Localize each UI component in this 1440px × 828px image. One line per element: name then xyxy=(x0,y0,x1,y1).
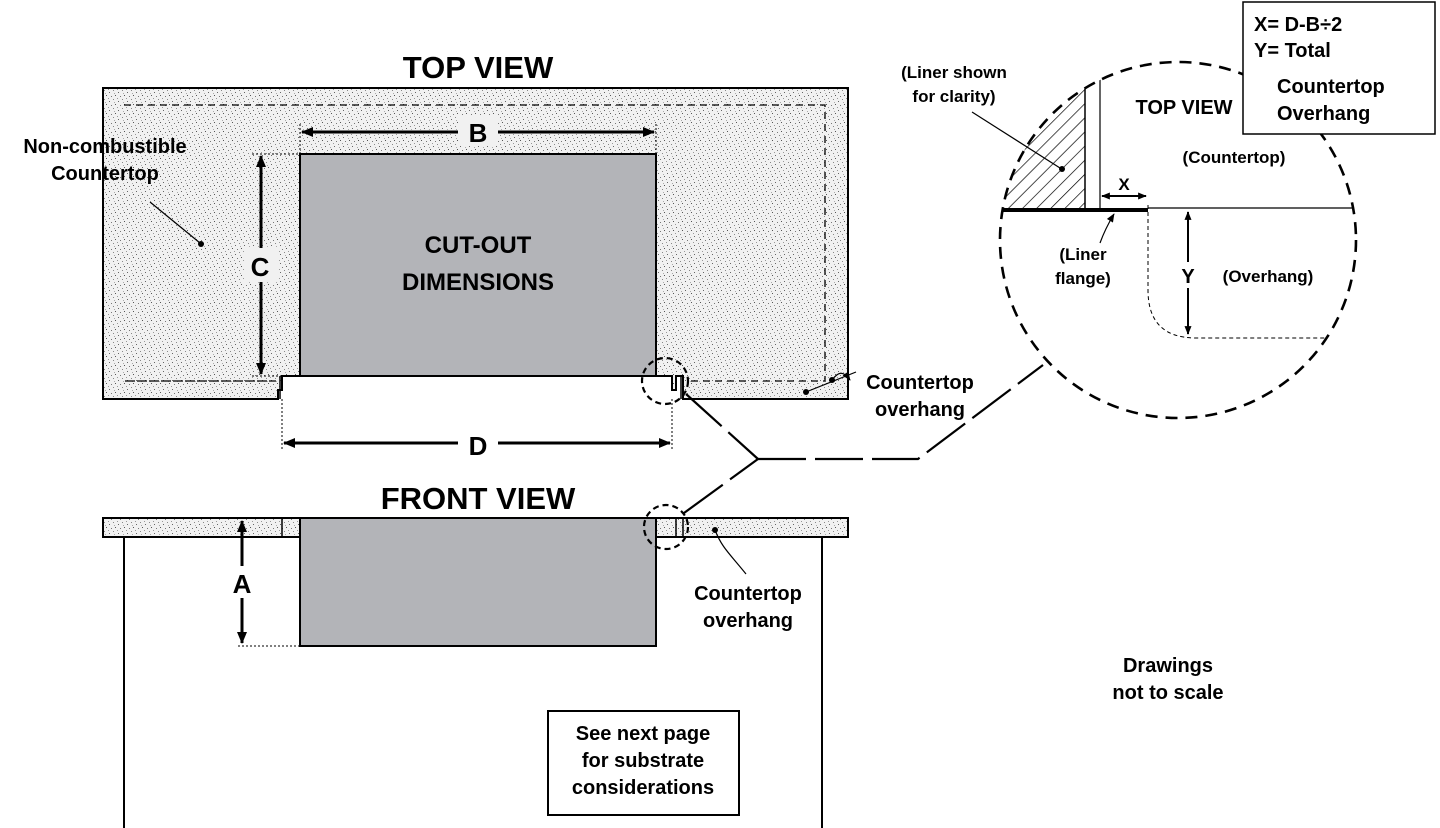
detail-liner-flange-line2: flange) xyxy=(1055,269,1111,288)
detail-liner-flange-line1: (Liner xyxy=(1059,245,1107,264)
front-view-title: FRONT VIEW xyxy=(381,481,576,516)
top-view: TOP VIEW CUT-OUT DIMENSIONS B C D Non-co… xyxy=(23,50,974,461)
noncombustible-label-line2: Countertop xyxy=(51,163,159,185)
overhang-top-label-line2: overhang xyxy=(875,399,965,421)
see-next-line2: for substrate xyxy=(582,750,704,772)
leader-to-detail xyxy=(758,364,1044,461)
leader-from-front-callout xyxy=(683,458,759,514)
overhang-top-leader-2 xyxy=(805,371,857,393)
overhang-top-leader-1 xyxy=(831,371,851,381)
see-next-line1: See next page xyxy=(576,723,711,745)
liner-flange-leader xyxy=(1099,213,1115,244)
formula-box-frame xyxy=(1242,1,1436,135)
not-to-scale-line2: not to scale xyxy=(1112,682,1223,704)
top-notch-edge xyxy=(279,376,682,399)
cutout-label-line1: CUT-OUT xyxy=(425,232,532,259)
top-overhang-outline xyxy=(124,104,826,382)
dim-d-label: D xyxy=(469,431,488,461)
formula-line3: Countertop xyxy=(1277,76,1385,98)
overhang-front-label-line2: overhang xyxy=(703,610,793,632)
formula-line4: Overhang xyxy=(1277,103,1370,125)
detail-countertop-label: (Countertop) xyxy=(1183,148,1286,167)
top-cutout xyxy=(299,153,657,377)
liner-note-leader-dot xyxy=(1059,166,1065,172)
detail-top-view-title: TOP VIEW xyxy=(1135,97,1232,119)
scale-note: Drawings not to scale xyxy=(1112,655,1223,704)
front-cutout xyxy=(299,517,657,647)
front-detail-callout xyxy=(642,503,690,551)
leader-from-top-callout xyxy=(685,393,759,460)
dim-b-label: B xyxy=(469,118,488,148)
liner-note-line2: for clarity) xyxy=(912,87,995,106)
formula-box: X= D-B÷2 Y= Total Countertop Overhang xyxy=(1242,1,1436,135)
callout-leaders xyxy=(683,364,1044,514)
noncombustible-label-line1: Non-combustible xyxy=(23,136,186,158)
noncombustible-leader-dot xyxy=(198,241,204,247)
formula-line1: X= D-B÷2 xyxy=(1254,14,1342,36)
noncombustible-leader xyxy=(149,201,201,244)
see-next-line3: considerations xyxy=(572,777,714,799)
liner-note-leader xyxy=(971,111,1061,169)
overhang-corner xyxy=(1147,205,1356,339)
liner-hatch xyxy=(1000,62,1085,210)
liner-note-line1: (Liner shown xyxy=(901,63,1007,82)
detail-circle xyxy=(998,60,1358,420)
cutout-label-line2: DIMENSIONS xyxy=(402,269,554,296)
top-detail-callout xyxy=(640,356,690,406)
formula-line2: Y= Total xyxy=(1254,40,1331,62)
dim-y-label: Y xyxy=(1181,266,1195,288)
dim-c-label: C xyxy=(251,252,270,282)
see-next-page-box xyxy=(547,710,740,816)
dim-x-label: X xyxy=(1118,175,1130,194)
top-view-title: TOP VIEW xyxy=(403,50,554,85)
front-view: FRONT VIEW A Countertop overhang See nex… xyxy=(102,481,849,828)
detail-overhang-label: (Overhang) xyxy=(1223,267,1314,286)
overhang-top-label-line1: Countertop xyxy=(866,372,974,394)
not-to-scale-line1: Drawings xyxy=(1123,655,1213,677)
dim-a-label: A xyxy=(233,569,252,599)
overhang-front-leader xyxy=(714,529,747,575)
overhang-front-label-line1: Countertop xyxy=(694,583,802,605)
